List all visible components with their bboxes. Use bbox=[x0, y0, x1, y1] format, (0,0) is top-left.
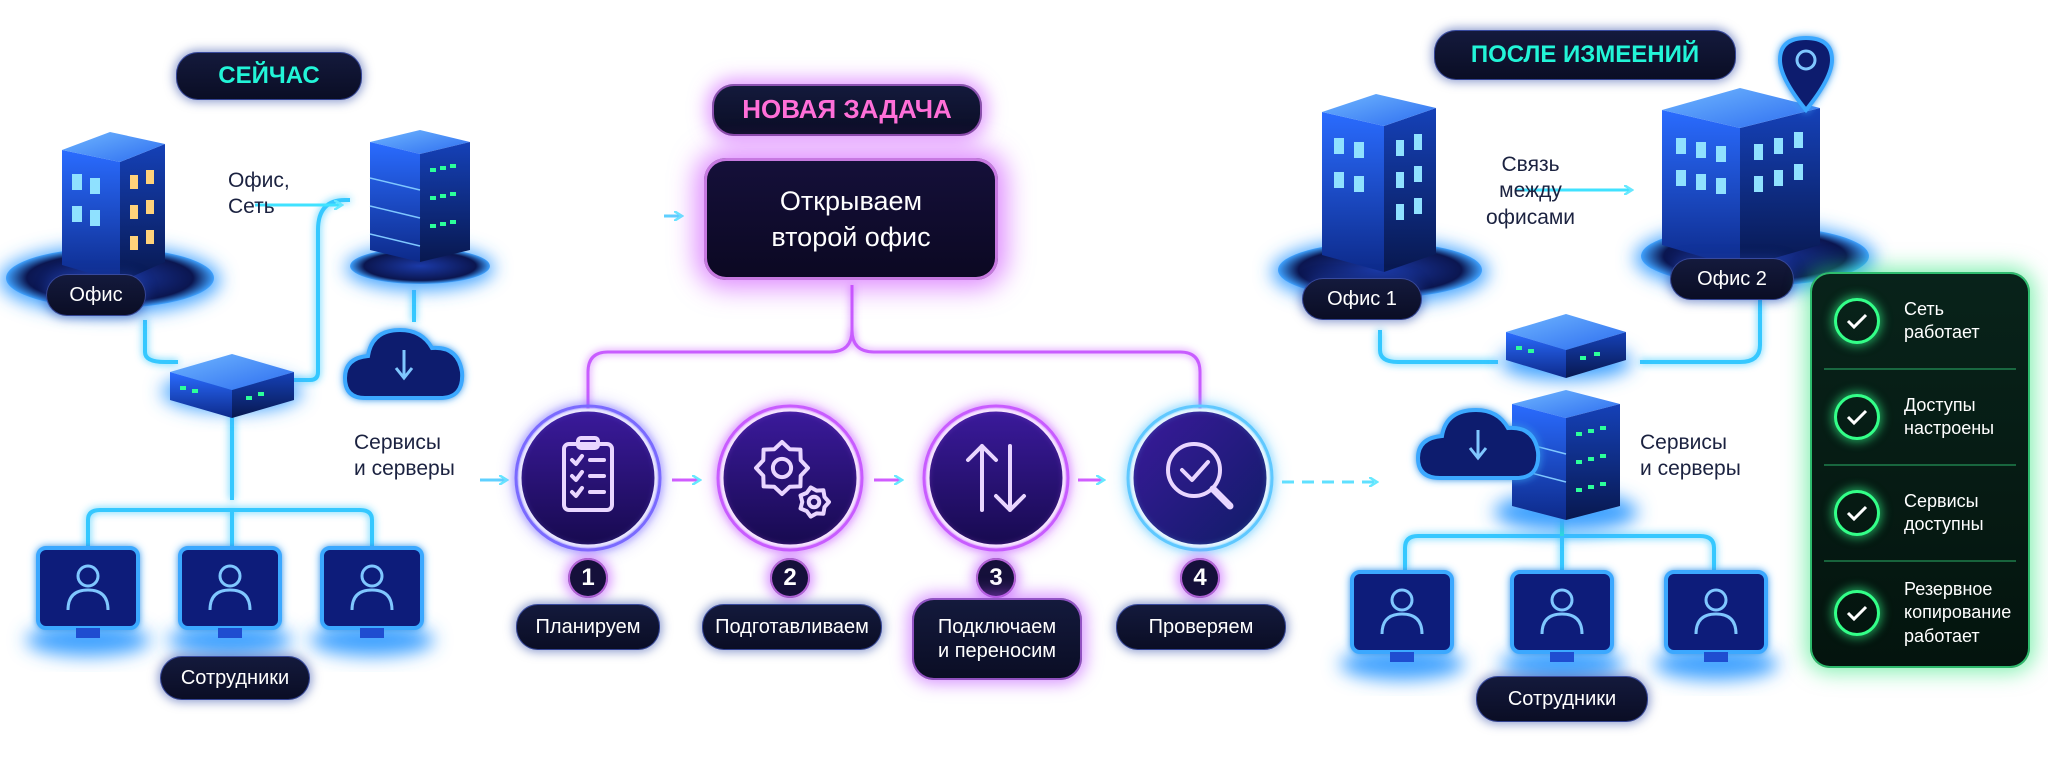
office-link-label: Связь между офисами bbox=[1486, 153, 1576, 229]
new-task-title: НОВАЯ ЗАДАЧА bbox=[712, 84, 982, 136]
employee-monitor-icon bbox=[310, 546, 434, 656]
right-title-text: ПОСЛЕ ИЗМЕЕНИЙ bbox=[1470, 40, 1700, 68]
check-circle-icon bbox=[1834, 298, 1880, 344]
employee-monitor-icon bbox=[1500, 570, 1624, 680]
step-4-label: Проверяем bbox=[1116, 604, 1286, 650]
check-circle-icon bbox=[1834, 394, 1880, 440]
checklist-label: Сервисы доступны bbox=[1904, 490, 1984, 534]
employee-monitor-icon bbox=[26, 546, 150, 656]
checklist-panel: Сеть работает Доступы настроены Сервисы … bbox=[1810, 272, 2030, 668]
monitors-left bbox=[26, 546, 434, 656]
task-box: Открываем второй офис bbox=[704, 158, 998, 280]
right-network-switch-icon bbox=[1500, 314, 1632, 380]
step-1-number: 1 bbox=[568, 558, 608, 598]
cloud-icon bbox=[342, 327, 465, 400]
step-3-number: 3 bbox=[976, 558, 1016, 598]
right-cloud-icon bbox=[1415, 407, 1541, 480]
checklist-divider bbox=[1824, 560, 2016, 562]
checklist-item-access: Доступы настроены bbox=[1810, 372, 2030, 462]
employee-monitor-icon bbox=[168, 546, 292, 656]
location-pin-icon bbox=[1777, 35, 1835, 114]
left-section-title: СЕЙЧАС bbox=[176, 52, 362, 100]
step-4-number: 4 bbox=[1180, 558, 1220, 598]
right-section-title: ПОСЛЕ ИЗМЕЕНИЙ bbox=[1434, 30, 1736, 80]
check-circle-icon bbox=[1834, 590, 1880, 636]
magnifier-check-icon bbox=[1126, 404, 1274, 552]
employee-monitor-icon bbox=[1340, 570, 1464, 680]
checklist-label: Резервное копирование работает bbox=[1904, 578, 2012, 646]
up-down-arrows-icon bbox=[922, 404, 1070, 552]
new-task-title-text: НОВАЯ ЗАДАЧА bbox=[742, 94, 952, 125]
clipboard-checklist-icon bbox=[514, 404, 662, 552]
check-circle-icon bbox=[1834, 490, 1880, 536]
left-title-text: СЕЙЧАС bbox=[218, 61, 320, 89]
checklist-divider bbox=[1824, 368, 2016, 370]
office-label: Офис bbox=[46, 274, 146, 316]
step-2-label: Подготавливаем bbox=[702, 604, 882, 650]
network-switch-icon bbox=[162, 354, 302, 418]
checklist-item-backup: Резервное копирование работает bbox=[1810, 568, 2030, 658]
right-employees-label: Сотрудники bbox=[1476, 676, 1648, 722]
server-rack-icon bbox=[346, 130, 494, 290]
office-network-label: Офис, Сеть bbox=[228, 169, 290, 219]
left-services-label: Сервисы и серверы bbox=[354, 431, 455, 481]
center-connectors bbox=[480, 214, 1375, 482]
step-2-number: 2 bbox=[770, 558, 810, 598]
gears-icon bbox=[716, 404, 864, 552]
left-employees-label: Сотрудники bbox=[160, 656, 310, 700]
checklist-item-services: Сервисы доступны bbox=[1810, 468, 2030, 558]
step-3-label: Подключаем и переносим bbox=[912, 598, 1082, 680]
office1-label: Офис 1 bbox=[1302, 278, 1422, 320]
office2-label: Офис 2 bbox=[1670, 258, 1794, 300]
checklist-label: Сеть работает bbox=[1904, 298, 1980, 342]
right-services-label: Сервисы и серверы bbox=[1640, 431, 1741, 481]
checklist-item-network: Сеть работает bbox=[1810, 276, 2030, 366]
employee-monitor-icon bbox=[1654, 570, 1778, 680]
step-1-label: Планируем bbox=[516, 604, 660, 650]
monitors-right bbox=[1340, 570, 1778, 680]
checklist-label: Доступы настроены bbox=[1904, 394, 1995, 438]
office1-building-icon bbox=[1272, 94, 1488, 304]
checklist-divider bbox=[1824, 464, 2016, 466]
step-circles bbox=[514, 404, 1274, 552]
